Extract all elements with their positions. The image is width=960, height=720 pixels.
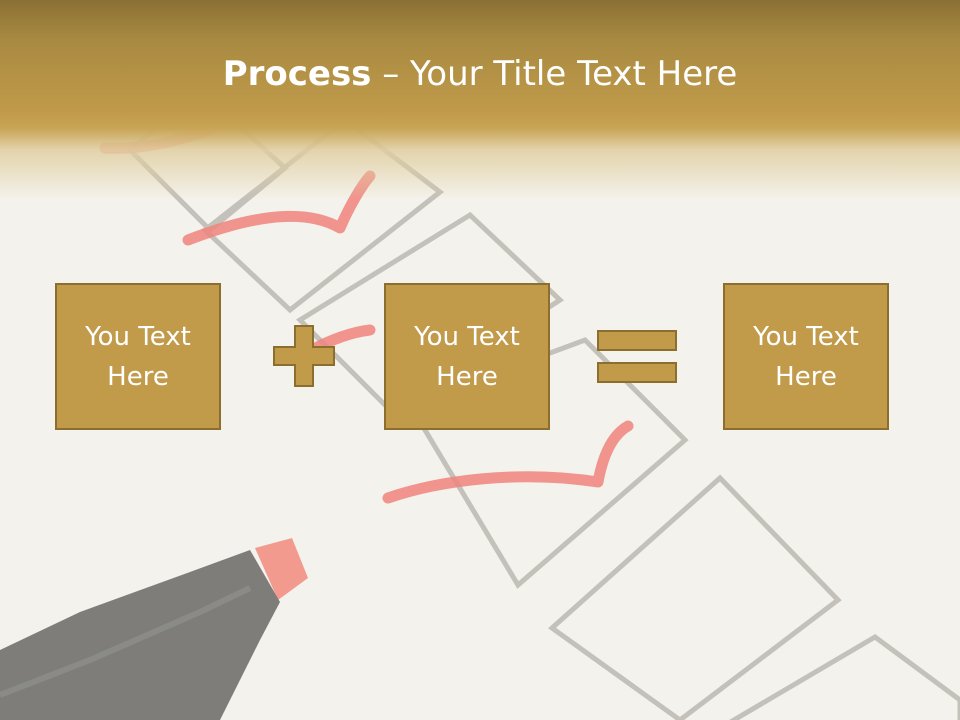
- title-band: [0, 0, 960, 200]
- marker-pen: [0, 538, 308, 720]
- title-rest: – Your Title Text Here: [371, 54, 738, 94]
- process-box-text: You Text Here: [85, 321, 191, 392]
- equals-icon: [597, 330, 677, 383]
- checkbox: [295, 211, 565, 414]
- checkbox: [548, 474, 842, 720]
- process-box-text: You Text Here: [414, 321, 520, 392]
- title-bold: Process: [222, 54, 372, 94]
- check-mark: [382, 420, 634, 504]
- checkbox: [729, 634, 960, 720]
- process-box-2[interactable]: You Text Here: [384, 283, 550, 430]
- process-box-1[interactable]: You Text Here: [55, 283, 221, 430]
- process-box-3[interactable]: You Text Here: [723, 283, 889, 430]
- process-box-text: You Text Here: [753, 321, 859, 392]
- plus-icon: [273, 325, 335, 387]
- slide-title: Process – Your Title Text Here: [0, 52, 960, 96]
